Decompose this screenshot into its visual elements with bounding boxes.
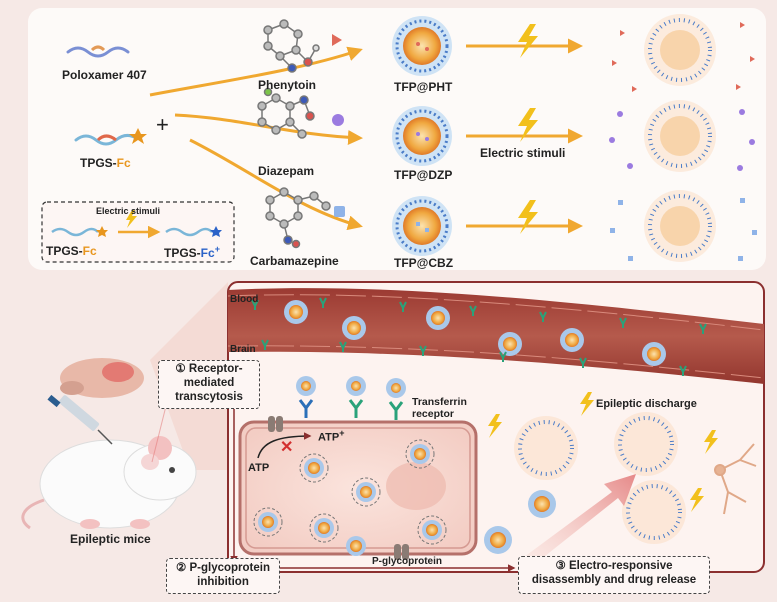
svg-text:✕: ✕: [280, 439, 293, 456]
inset-left-label: TPGS-Fc: [46, 244, 97, 258]
electric-stimuli-label: Electric stimuli: [480, 146, 566, 160]
cell-micelles: [253, 439, 447, 556]
blood-vessel: [228, 288, 764, 384]
nanoparticle-label-dzp: TFP@DZP: [394, 168, 453, 182]
step2-line1: ② P-glycoprotein: [175, 562, 270, 574]
step1-line3: transcytosis: [175, 391, 243, 403]
tpgs-prefix: TPGS-: [80, 156, 117, 170]
atp-out-plus: +: [339, 428, 345, 438]
atp-label: ATP: [248, 462, 270, 474]
pgp-transporter-top: [268, 416, 283, 432]
nanoparticle-label-cbz: TFP@CBZ: [394, 256, 454, 270]
inset-right-suffix: Fc: [200, 246, 215, 260]
micelle-dzp: [392, 106, 452, 166]
transferrin-line2: receptor: [412, 408, 455, 420]
bolt-3: [518, 200, 538, 234]
inset-stimulus-label: Electric stimuli: [96, 206, 161, 216]
nanoparticle-label-pht: TFP@PHT: [394, 80, 453, 94]
syringe: [47, 394, 113, 445]
receptors: [251, 297, 707, 376]
brain-micelles: [484, 412, 686, 554]
step1-line2: mediated: [183, 377, 235, 389]
pgp-label: P-glycoprotein: [372, 556, 443, 567]
transferrin-receptors: [296, 376, 406, 420]
transferrin-line1: Transferrin: [412, 396, 467, 408]
phenytoin-molecule: [263, 19, 320, 73]
step2-box: ② P-glycoprotein inhibition: [166, 558, 280, 594]
atp-out-text: ATP: [318, 431, 340, 444]
brain-icon: [60, 358, 144, 398]
mice-label: Epileptic mice: [70, 532, 151, 546]
inset-right-label: TPGS-Fc+: [164, 244, 220, 260]
bolt-2: [518, 108, 538, 142]
inset-right-charge: +: [214, 244, 220, 254]
step2-line2: inhibition: [197, 576, 249, 588]
released-dzp: [609, 100, 755, 172]
poloxamer-label: Poloxamer 407: [62, 68, 147, 82]
neuron: [714, 443, 757, 515]
phenytoin-token: [332, 34, 342, 46]
carbamazepine-token: [334, 206, 345, 217]
fc-suffix: Fc: [116, 156, 131, 170]
diazepam-token: [332, 114, 344, 126]
transferrin-label: Transferrin receptor: [412, 396, 467, 420]
plus-sign: +: [156, 112, 169, 137]
step1-box: ① Receptor- mediated transcytosis: [158, 360, 260, 409]
discharge-label: Epileptic discharge: [596, 398, 697, 410]
micelle-cbz: [392, 196, 452, 256]
carbamazepine-molecule: [265, 187, 331, 249]
tpgs-fc-label: TPGS-Fc: [80, 156, 131, 170]
vessel-micelles: [284, 300, 666, 366]
inset-left-suffix: Fc: [82, 244, 97, 258]
micelle-pht: [392, 16, 452, 76]
inset-right-prefix: TPGS-: [164, 246, 201, 260]
step1-line1: ① Receptor-: [175, 363, 243, 375]
drug-label-diazepam: Diazepam: [258, 164, 315, 178]
release-arrow: [520, 474, 636, 568]
inset-left-prefix: TPGS-: [46, 244, 83, 258]
step3-line2: disassembly and drug release: [531, 574, 697, 586]
epileptic-mouse: [21, 436, 197, 530]
drug-label-phenytoin: Phenytoin: [258, 78, 317, 92]
released-pht: [612, 14, 755, 92]
diazepam-molecule: [257, 87, 315, 139]
step3-box: ③ Electro-responsive disassembly and dru…: [518, 556, 710, 594]
pgp-transporter-bottom: [394, 544, 409, 560]
poloxamer-strand: [66, 46, 130, 58]
released-cbz: [610, 190, 757, 262]
brain-label: Brain: [230, 344, 256, 355]
blood-label: Blood: [230, 294, 259, 305]
atp-out-label: ATP+: [318, 428, 344, 444]
bolt-1: [518, 24, 538, 58]
drug-label-carbamazepine: Carbamazepine: [250, 254, 339, 268]
tpgs-strand: [74, 133, 138, 146]
step3-line1: ③ Electro-responsive: [555, 560, 673, 572]
